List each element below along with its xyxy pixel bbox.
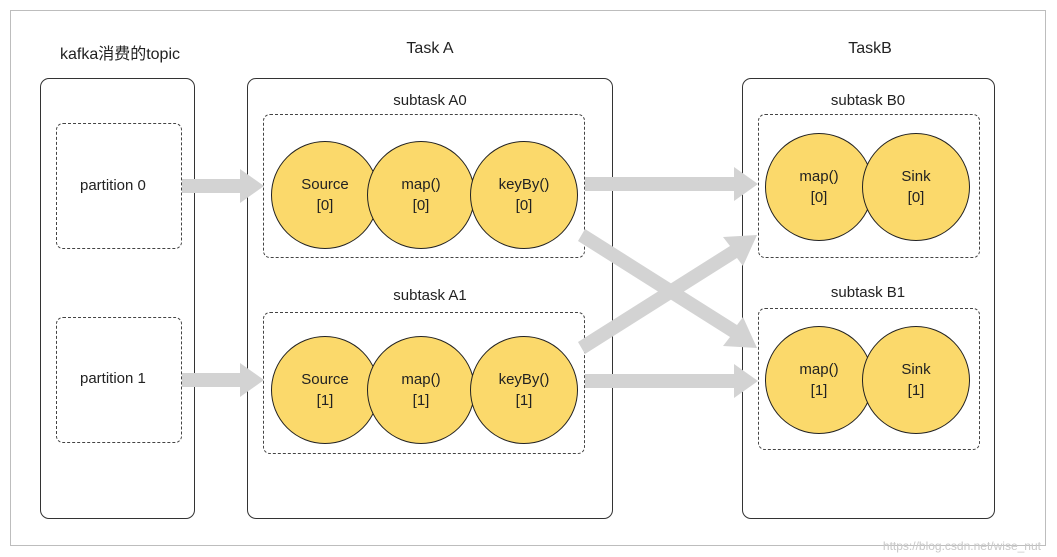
node-name: Sink — [901, 361, 931, 378]
node-index: [1] — [810, 382, 828, 399]
node-source-0: Source [0] — [271, 141, 379, 249]
node-name: map() — [401, 371, 441, 388]
task-a-heading: Task A — [406, 40, 454, 57]
partition-0-box — [56, 123, 182, 249]
node-index: [1] — [316, 392, 334, 409]
node-index: [0] — [810, 189, 828, 206]
subtask-a1-label: subtask A1 — [393, 287, 467, 304]
arrow-a1-to-b1 — [585, 364, 758, 398]
topic-heading: kafka消费的topic — [59, 46, 181, 63]
subtask-b0-box — [758, 114, 980, 258]
arrow-partition0-to-source0 — [182, 169, 264, 203]
node-sink-1: Sink [1] — [862, 326, 970, 434]
subtask-b0-label: subtask B0 — [830, 92, 906, 109]
subtask-a0-label: subtask A0 — [393, 92, 467, 109]
node-index: [1] — [412, 392, 430, 409]
node-index: [1] — [515, 392, 533, 409]
watermark: https://blog.csdn.net/wise_nut — [882, 539, 1041, 553]
node-map-a0: map() [0] — [367, 141, 475, 249]
node-map-b1: map() [1] — [765, 326, 873, 434]
diagram-frame — [10, 10, 1046, 546]
node-name: keyBy() — [498, 371, 550, 388]
task-a-panel — [247, 78, 613, 519]
subtask-b1-box — [758, 308, 980, 450]
arrow-a0-to-b0 — [585, 167, 758, 201]
task-b-heading: TaskB — [848, 40, 892, 57]
node-source-1: Source [1] — [271, 336, 379, 444]
node-keyby-0: keyBy() [0] — [470, 141, 578, 249]
node-name: Sink — [901, 168, 931, 185]
node-map-a1: map() [1] — [367, 336, 475, 444]
topic-panel — [40, 78, 195, 519]
partition-1-label: partition 1 — [80, 370, 146, 387]
node-map-b0: map() [0] — [765, 133, 873, 241]
node-name: keyBy() — [498, 176, 550, 193]
subtask-b1-label: subtask B1 — [830, 284, 906, 301]
node-name: map() — [799, 361, 839, 378]
node-name: map() — [799, 168, 839, 185]
node-name: map() — [401, 176, 441, 193]
node-keyby-1: keyBy() [1] — [470, 336, 578, 444]
node-index: [0] — [907, 189, 925, 206]
partition-0-label: partition 0 — [80, 177, 146, 194]
task-b-panel — [742, 78, 995, 519]
node-index: [0] — [412, 197, 430, 214]
node-index: [1] — [907, 382, 925, 399]
node-sink-0: Sink [0] — [862, 133, 970, 241]
subtask-a1-box — [263, 312, 585, 454]
arrow-a1-to-b0 — [578, 235, 757, 354]
node-name: Source — [301, 176, 349, 193]
node-index: [0] — [316, 197, 334, 214]
node-name: Source — [301, 371, 349, 388]
arrow-partition1-to-source1 — [182, 363, 264, 397]
node-index: [0] — [515, 197, 533, 214]
partition-1-box — [56, 317, 182, 443]
